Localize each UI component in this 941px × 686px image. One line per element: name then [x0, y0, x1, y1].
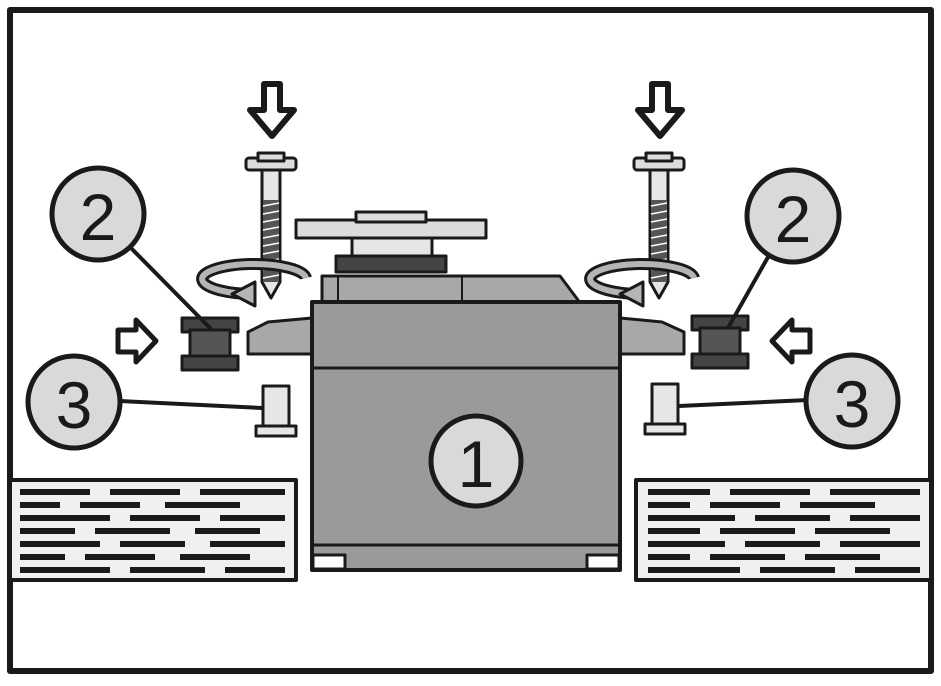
servo-foot-right [585, 553, 621, 571]
callout-number-grommet-left: 2 [80, 180, 117, 254]
leader-line-3-left [119, 399, 263, 410]
rubber-grommet-left [180, 316, 240, 372]
arrow-right-icon [115, 317, 159, 365]
callout-circle-eyelet-right [803, 352, 901, 450]
arrow-down-icon [247, 81, 297, 139]
arrow-left-icon [769, 317, 813, 365]
brass-eyelet-right [643, 382, 687, 436]
brass-eyelet-left [254, 384, 298, 438]
rotate-clockwise-icon [196, 258, 312, 308]
rotate-clockwise-icon [584, 258, 700, 308]
callout-circle-grommet-left [49, 165, 147, 263]
servo-horn-hub [354, 210, 428, 224]
callout-circle-servo [428, 413, 524, 509]
servo-foot-left [311, 553, 347, 571]
callout-circle-eyelet-left [25, 353, 123, 451]
mounting-plate-left [8, 478, 298, 582]
callout-circle-grommet-right [744, 167, 842, 265]
callout-number-servo: 1 [458, 427, 495, 501]
leader-line-2-right [726, 249, 774, 329]
servo-spline-collar [334, 254, 448, 274]
leader-line-3-right [678, 398, 809, 408]
arrow-down-icon [635, 81, 685, 139]
callout-number-eyelet-right: 3 [834, 367, 871, 441]
leader-line-2-left [126, 243, 214, 332]
rubber-grommet-right [690, 314, 750, 370]
mounting-plate-right [634, 478, 933, 582]
callout-number-grommet-right: 2 [775, 182, 812, 256]
callout-number-eyelet-left: 3 [56, 368, 93, 442]
